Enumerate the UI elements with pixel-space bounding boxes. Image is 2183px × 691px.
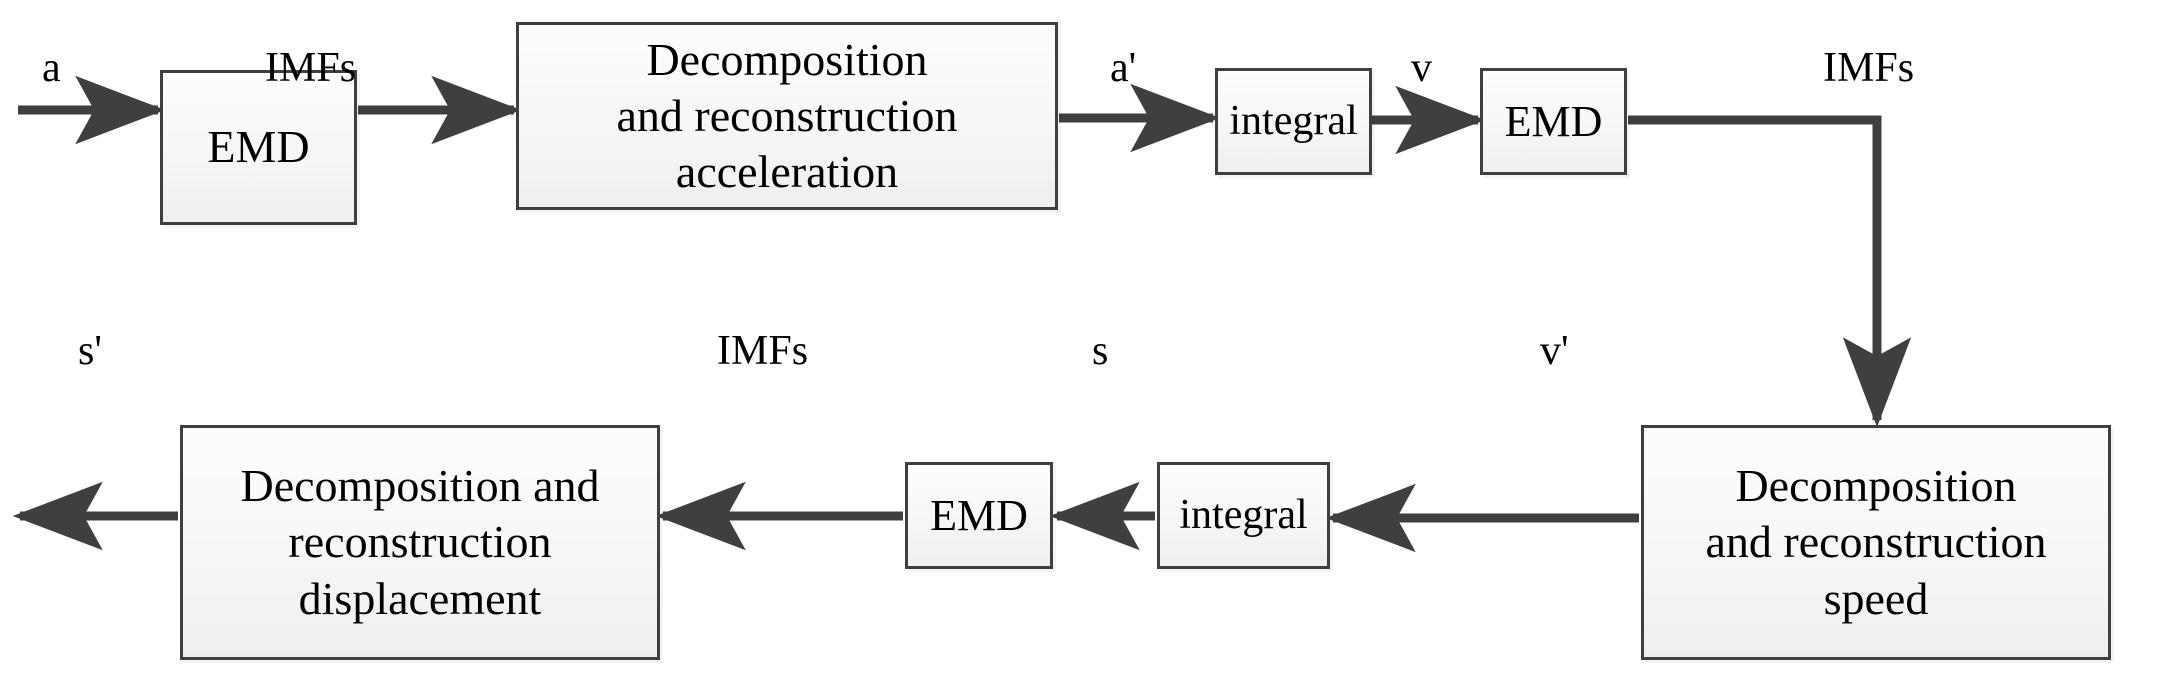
node-decomposition-acceleration[interactable]: Decomposition and reconstruction acceler… xyxy=(516,22,1058,210)
edge-label-a: a xyxy=(42,45,61,91)
node-decomposition-displacement-label: Decomposition and reconstruction displac… xyxy=(240,460,600,624)
node-integral-1[interactable]: integral xyxy=(1215,68,1372,175)
node-decomposition-speed-label: Decomposition and reconstruction speed xyxy=(1705,460,2047,624)
node-emd-2[interactable]: EMD xyxy=(1480,68,1627,175)
edge-label-imfs-2: IMFs xyxy=(1823,45,1915,91)
edge-label-v-prime: v' xyxy=(1540,328,1569,374)
edge-label-imfs-1: IMFs xyxy=(265,45,357,91)
node-emd-2-label: EMD xyxy=(1504,96,1603,146)
node-emd-3[interactable]: EMD xyxy=(905,462,1053,569)
edge-label-imfs-3: IMFs xyxy=(717,328,809,374)
edge-label-s: s xyxy=(1092,328,1109,374)
edge-label-v: v xyxy=(1411,45,1432,91)
node-emd-1[interactable]: EMD xyxy=(160,70,357,225)
node-decomposition-speed[interactable]: Decomposition and reconstruction speed xyxy=(1641,425,2111,660)
node-integral-2[interactable]: integral xyxy=(1157,462,1330,569)
node-decomposition-acceleration-label: Decomposition and reconstruction acceler… xyxy=(616,33,958,198)
edge-label-s-prime: s' xyxy=(78,328,102,374)
edge-label-a-prime: a' xyxy=(1110,45,1137,91)
node-decomposition-displacement[interactable]: Decomposition and reconstruction displac… xyxy=(180,425,660,660)
node-emd-3-label: EMD xyxy=(930,490,1028,540)
node-emd-1-label: EMD xyxy=(207,121,310,173)
arrow-emd2-to-decomp-speed xyxy=(1628,115,1912,428)
node-integral-2-label: integral xyxy=(1179,491,1308,538)
node-integral-1-label: integral xyxy=(1229,97,1358,144)
